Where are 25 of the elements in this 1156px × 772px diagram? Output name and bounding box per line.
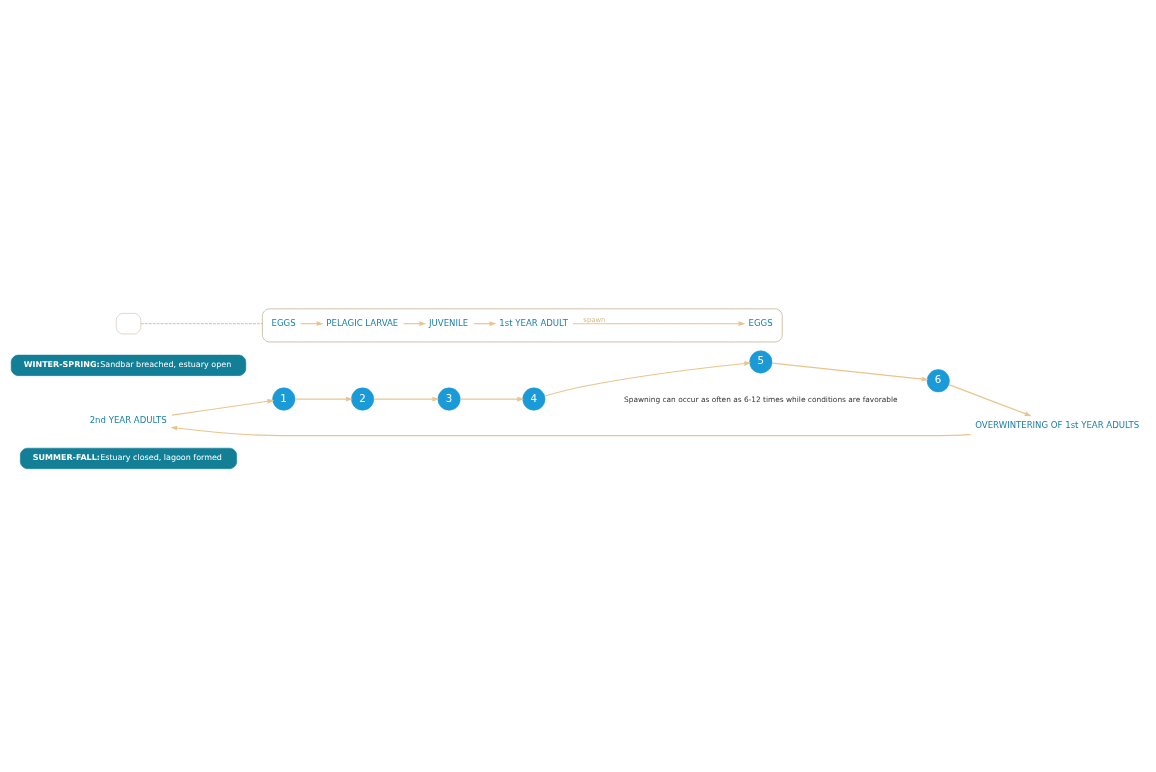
connector	[140, 322, 263, 324]
node-circle: 6	[926, 368, 950, 392]
arrow	[171, 398, 275, 416]
node-circle: 5	[749, 349, 773, 373]
node-text: 2nd YEAR ADULTS	[89, 414, 167, 425]
cluster	[261, 307, 783, 342]
node-circle: 1	[272, 387, 296, 411]
node-box	[115, 312, 142, 334]
node-text: JUVENILE	[429, 317, 469, 328]
arrow	[771, 362, 929, 381]
node-text: EGGS	[748, 317, 773, 328]
node-circle: 3	[437, 387, 461, 411]
arrow	[544, 360, 752, 397]
node-text: PELAGIC LARVAE	[326, 317, 399, 328]
arrow	[294, 396, 353, 401]
node-text: 1st YEAR ADULT	[499, 317, 568, 328]
arrow	[572, 320, 746, 326]
arrow	[948, 383, 1032, 416]
node-text: EGGS	[271, 317, 296, 328]
arrow	[170, 425, 972, 436]
node-circle: 2	[351, 387, 375, 411]
node-circle: 4	[522, 387, 546, 411]
node-text: OVERWINTERING OF 1st YEAR ADULTS	[975, 419, 1140, 430]
arrow	[373, 396, 440, 401]
arrow	[459, 396, 525, 401]
